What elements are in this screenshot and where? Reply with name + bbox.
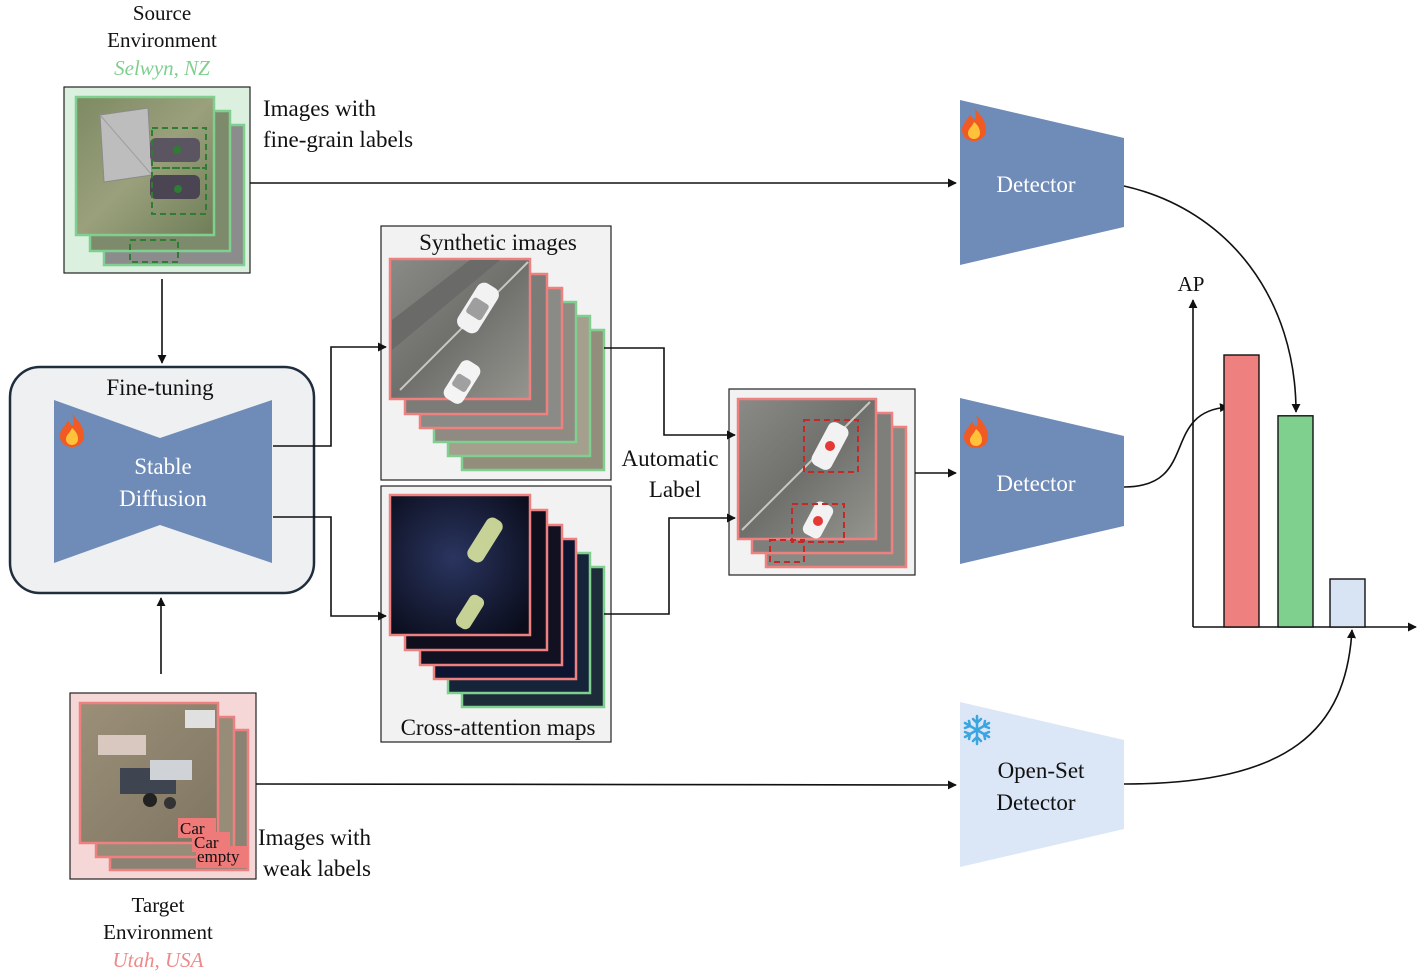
detector-top-label: Detector: [996, 172, 1076, 197]
source-title-line1: Source: [133, 1, 191, 25]
synthetic-label: Synthetic images: [419, 230, 577, 255]
attention-image: [388, 493, 532, 637]
target-location: Utah, USA: [113, 948, 204, 972]
detector-top: Detector: [960, 100, 1124, 265]
curve-openset-to-bar: [1123, 629, 1357, 785]
source-caption-line2: fine-grain labels: [263, 127, 413, 152]
detector-open-set-line2: Detector: [996, 790, 1076, 815]
ap-bar-1: [1223, 354, 1260, 628]
source-environment: Source Environment Selwyn, NZ Images wit…: [63, 1, 413, 274]
bars: [1223, 354, 1366, 628]
source-caption-line1: Images with: [263, 96, 377, 121]
snowflake-icon: [963, 714, 991, 746]
stable-diffusion-line2: Diffusion: [119, 486, 207, 511]
detector-open-set: Open-Set Detector: [960, 702, 1124, 867]
arrow-sd-to-synthetic: [273, 342, 387, 447]
target-environment: Car Car empty Images with weak labels Ta…: [69, 692, 372, 972]
detector-middle: Detector: [960, 398, 1124, 564]
target-title-line2: Environment: [103, 920, 213, 944]
stable-diffusion-line1: Stable: [134, 454, 192, 479]
arrow-sd-to-attention: [273, 516, 387, 621]
detector-middle-label: Detector: [996, 471, 1076, 496]
ap-bar-2: [1277, 415, 1314, 628]
connectors: [156, 178, 1357, 790]
detector-open-set-line1: Open-Set: [998, 758, 1085, 783]
fire-icon: [60, 414, 84, 447]
arrow-synthetic-to-autolabel: [604, 347, 736, 440]
target-tag-2: Car: [194, 833, 219, 852]
target-caption-line1: Images with: [258, 825, 372, 850]
autolabel-block: Automatic Label: [621, 388, 916, 576]
attention-label: Cross-attention maps: [401, 715, 596, 740]
detector-open-set-shape: [960, 702, 1124, 867]
autolabel-line2: Label: [649, 477, 701, 502]
autolabel-bbox-1: [803, 419, 859, 473]
arrow-attention-to-autolabel: [604, 513, 736, 615]
target-title-line1: Target: [132, 893, 185, 917]
fire-icon: [962, 108, 986, 141]
synthetic-images-block: Synthetic images: [380, 225, 612, 481]
autolabel-bbox-2: [791, 503, 845, 543]
detector-middle-shape: [960, 398, 1124, 564]
target-tag-3: empty: [197, 847, 240, 866]
source-location: Selwyn, NZ: [114, 56, 210, 80]
autolabel-image: [736, 397, 878, 541]
finetune-block: Fine-tuning Stable Diffusion: [8, 365, 316, 595]
source-bbox-1: [151, 127, 207, 169]
source-title-line2: Environment: [107, 28, 217, 52]
attention-maps-block: Cross-attention maps: [380, 485, 612, 743]
fire-icon: [964, 415, 988, 448]
ap-bar-chart: AP: [1178, 272, 1417, 632]
target-caption-line2: weak labels: [263, 856, 371, 881]
stable-diffusion-shape: [54, 400, 272, 563]
finetune-label: Fine-tuning: [106, 375, 214, 400]
detector-top-shape: [960, 100, 1124, 265]
curve-detector-middle-to-bar: [1123, 403, 1229, 488]
arrow-target-to-openset: [255, 780, 957, 790]
autolabel-line1: Automatic: [621, 446, 718, 471]
ap-bar-3: [1329, 578, 1366, 628]
curve-detector-top-to-bar: [1123, 185, 1301, 413]
target-tag-1: Car: [180, 819, 205, 838]
y-axis-label: AP: [1178, 272, 1205, 296]
